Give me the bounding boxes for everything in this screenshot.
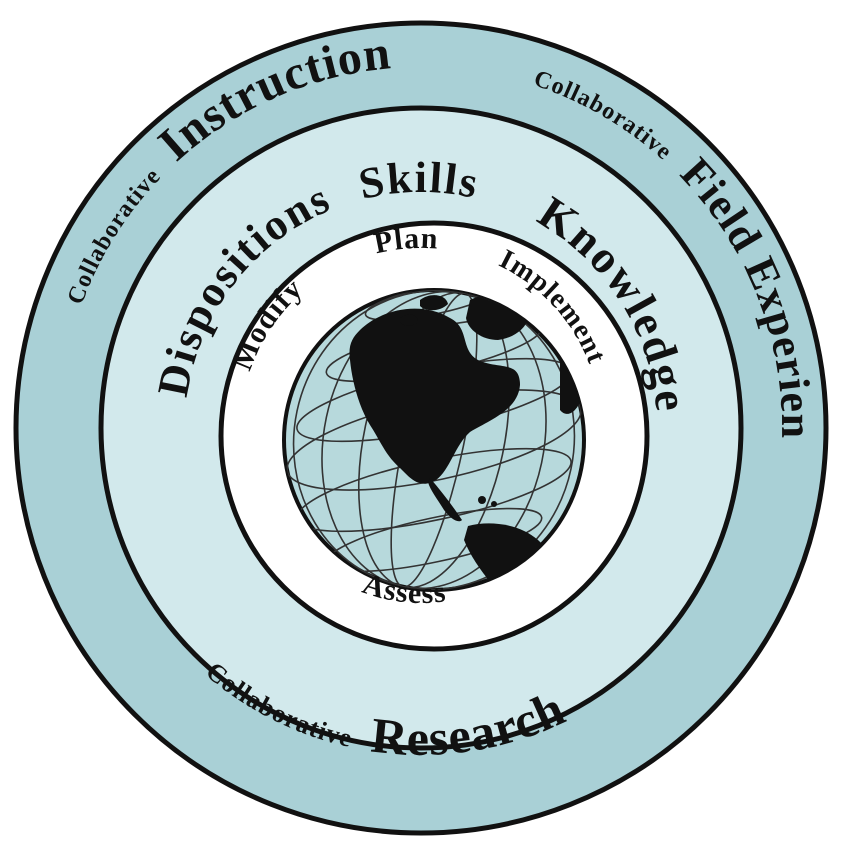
- skills-label: Skills: [355, 153, 484, 209]
- svg-text:Plan: Plan: [371, 222, 439, 260]
- plan-label: Plan: [371, 222, 439, 260]
- svg-text:Skills: Skills: [355, 153, 484, 209]
- globe-americas-icon: [282, 288, 586, 592]
